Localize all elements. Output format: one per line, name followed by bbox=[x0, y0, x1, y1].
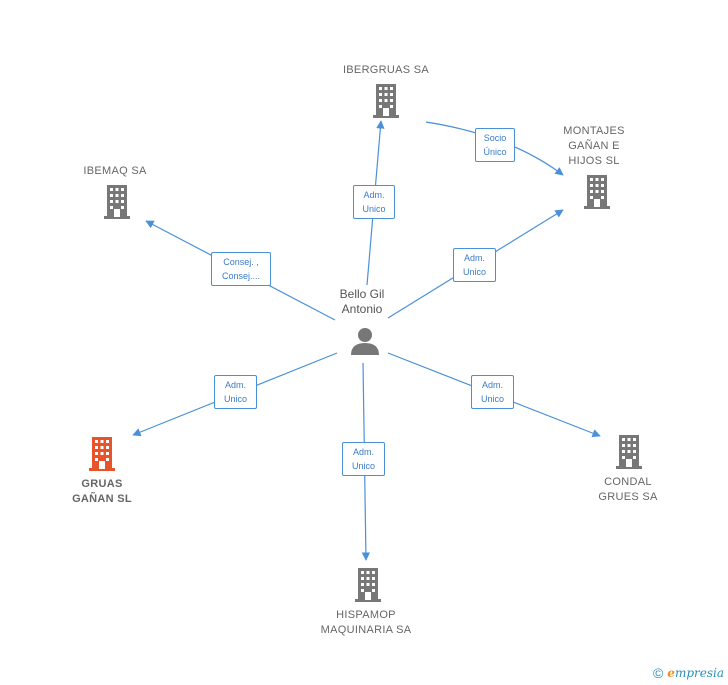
node-label-condal[interactable]: CONDAL GRUES SA bbox=[598, 476, 658, 503]
node-label-hispamop[interactable]: HISPAMOP MAQUINARIA SA bbox=[320, 609, 412, 636]
person-label[interactable]: Bello Gil Antonio bbox=[339, 287, 385, 316]
person-icon[interactable] bbox=[351, 328, 379, 355]
edge-label-to-ibemaq: Consej. , Consej.... bbox=[211, 252, 271, 286]
building-icon-gruas[interactable] bbox=[87, 437, 117, 471]
copyright-symbol: © bbox=[652, 665, 664, 681]
edge-label-to-hispamop: Adm. Unico bbox=[342, 442, 385, 476]
building-icon-montajes[interactable] bbox=[582, 175, 612, 209]
edge-label-to-montajes: Adm. Unico bbox=[453, 248, 496, 282]
edge-label-to-condal: Adm. Unico bbox=[471, 375, 514, 409]
building-icon-condal[interactable] bbox=[614, 435, 644, 469]
footer-brand: © empresia bbox=[653, 665, 724, 681]
edge-label-to-ibergruas: Adm. Unico bbox=[353, 185, 395, 219]
building-icon-hispamop[interactable] bbox=[353, 568, 383, 602]
edge-label-to-gruas: Adm. Unico bbox=[214, 375, 257, 409]
node-label-montajes[interactable]: MONTAJES GAÑAN E HIJOS SL bbox=[563, 125, 625, 167]
building-icon-ibergruas[interactable] bbox=[371, 84, 401, 118]
building-icon-ibemaq[interactable] bbox=[102, 185, 132, 219]
node-label-gruas[interactable]: GRUAS GAÑAN SL bbox=[72, 478, 132, 505]
brand-logo: empresia bbox=[667, 666, 724, 680]
node-label-ibemaq[interactable]: IBEMAQ SA bbox=[83, 165, 147, 177]
edge-label-ibergruas-montajes: Socio Único bbox=[475, 128, 515, 162]
node-label-ibergruas[interactable]: IBERGRUAS SA bbox=[342, 64, 430, 76]
